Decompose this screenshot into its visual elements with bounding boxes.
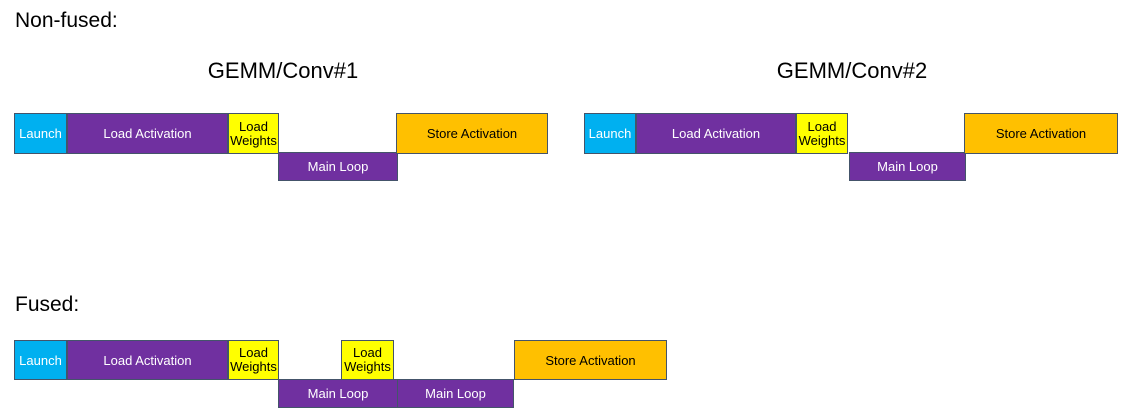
bar-load-weights-fused-1: Load Weights: [228, 340, 279, 380]
bar-main-loop-group1: Main Loop: [278, 152, 398, 181]
group-title-gemm-conv-2: GEMM/Conv#2: [776, 58, 928, 83]
group-title-gemm-conv-1: GEMM/Conv#1: [207, 58, 359, 83]
bar-load-activation-group1: Load Activation: [67, 113, 228, 154]
bar-load-activation-group2: Load Activation: [636, 113, 796, 154]
bar-load-weights-group2: Load Weights: [796, 113, 848, 154]
bar-main-loop-fused-2: Main Loop: [397, 379, 514, 408]
bar-store-activation-fused: Store Activation: [514, 340, 667, 380]
bar-load-weights-fused-2: Load Weights: [341, 340, 394, 380]
bar-launch-group2: Launch: [584, 113, 636, 154]
section-label-non-fused: Non-fused:: [15, 9, 118, 32]
bar-load-activation-fused: Load Activation: [67, 340, 228, 380]
bar-main-loop-fused-1: Main Loop: [278, 379, 398, 408]
bar-store-activation-group2: Store Activation: [964, 113, 1118, 154]
bar-main-loop-group2: Main Loop: [849, 152, 966, 181]
bar-launch-group1: Launch: [14, 113, 67, 154]
section-label-fused: Fused:: [15, 293, 80, 316]
bar-store-activation-group1: Store Activation: [396, 113, 548, 154]
bar-load-weights-group1: Load Weights: [228, 113, 279, 154]
bar-launch-fused: Launch: [14, 340, 67, 380]
